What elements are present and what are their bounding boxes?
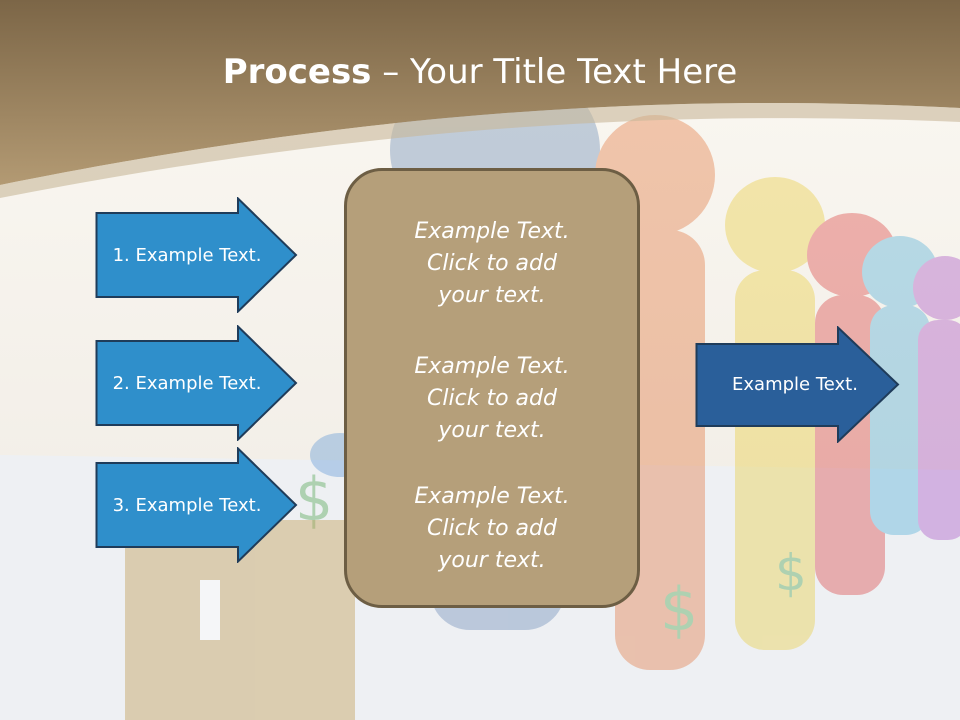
left-arrow-1-label: 1. Example Text. xyxy=(112,244,262,266)
block-line: Example Text. xyxy=(414,219,570,244)
center-text-block-3: Example Text. Click to add your text. xyxy=(347,481,637,577)
block-line: Example Text. xyxy=(414,354,570,379)
block-line: Click to add xyxy=(427,251,557,276)
title-rest: – Your Title Text Here xyxy=(371,52,738,92)
left-arrow-3-label: 3. Example Text. xyxy=(112,494,262,516)
left-arrow-3[interactable]: 3. Example Text. xyxy=(95,447,298,563)
svg-text:$: $ xyxy=(660,575,698,645)
block-line: your text. xyxy=(438,548,546,573)
left-arrow-2[interactable]: 2. Example Text. xyxy=(95,325,298,441)
arrow-shape xyxy=(95,447,298,563)
svg-text:$: $ xyxy=(775,544,807,602)
block-line: Example Text. xyxy=(414,484,570,509)
left-arrow-2-label: 2. Example Text. xyxy=(112,372,262,394)
title-bold: Process xyxy=(222,52,372,92)
arrow-shape xyxy=(95,325,298,441)
arrow-shape xyxy=(695,326,900,443)
block-line: Click to add xyxy=(427,516,557,541)
slide-title: Process – Your Title Text Here xyxy=(0,52,960,92)
right-arrow-label: Example Text. xyxy=(732,374,858,395)
center-text-block-2: Example Text. Click to add your text. xyxy=(347,351,637,447)
center-text-block-1: Example Text. Click to add your text. xyxy=(347,216,637,312)
left-arrow-1[interactable]: 1. Example Text. xyxy=(95,197,298,313)
center-text-box[interactable]: Example Text. Click to add your text. Ex… xyxy=(344,168,640,608)
arrow-shape xyxy=(95,197,298,313)
right-arrow[interactable]: Example Text. xyxy=(695,326,900,443)
block-line: Click to add xyxy=(427,386,557,411)
block-line: your text. xyxy=(438,283,546,308)
svg-text:$: $ xyxy=(295,465,333,535)
block-line: your text. xyxy=(438,418,546,443)
